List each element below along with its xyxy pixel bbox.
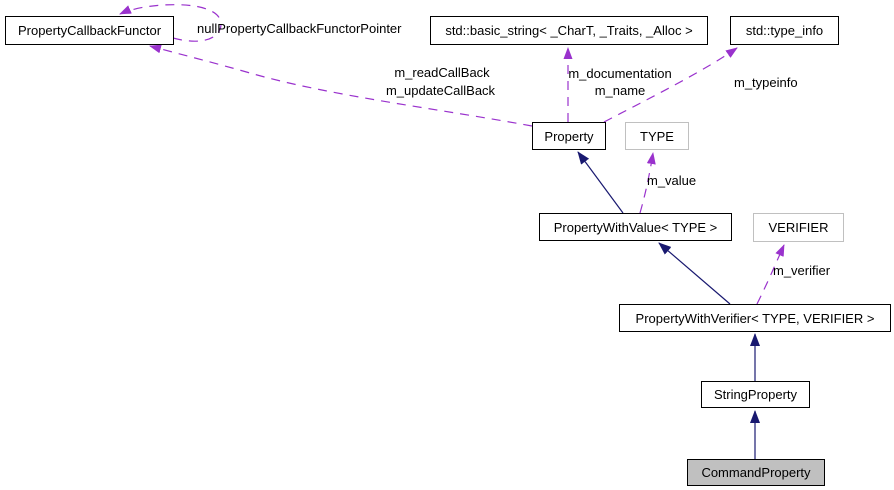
edge-label-name: m_name — [594, 83, 646, 98]
edge-label-update-callback: m_updateCallBack — [385, 83, 496, 98]
node-verifier-template-param: VERIFIER — [753, 213, 844, 242]
edge-inherit-propertywithverifier-to-propertywithvalue — [658, 242, 731, 305]
node-property-with-verifier[interactable]: PropertyWithVerifier< TYPE, VERIFIER > — [619, 304, 891, 332]
node-command-property: CommandProperty — [687, 459, 825, 486]
node-label: StringProperty — [713, 387, 798, 402]
edge-inherit-propertywithvalue-to-property — [577, 151, 624, 214]
node-label: TYPE — [640, 128, 674, 144]
edge-label-value: m_value — [647, 173, 697, 188]
edge-usage-property-to-typeinfo — [603, 47, 738, 123]
edge-label-read-callback: m_readCallBack — [394, 65, 490, 80]
edge-usage-propertywithverifier-to-verifier — [756, 244, 785, 305]
edge-label-null-property-callback-functor-pointer: nullPropertyCallbackFunctorPointer — [197, 21, 402, 36]
edge-label-verifier: m_verifier — [773, 263, 831, 278]
edge-usage-propertycallbackfunctor-self-loop — [119, 4, 222, 42]
node-type-template-param: TYPE — [625, 122, 689, 150]
node-label: PropertyWithValue< TYPE > — [553, 219, 718, 235]
edge-usage-property-to-propertycallbackfunctor — [149, 44, 533, 127]
node-string-property[interactable]: StringProperty — [701, 381, 810, 408]
edge-label-documentation: m_documentation — [568, 66, 672, 81]
node-label: Property — [544, 128, 594, 144]
node-std-type-info[interactable]: std::type_info — [730, 16, 839, 45]
node-label: PropertyCallbackFunctor — [17, 23, 162, 38]
node-label: std::basic_string< _CharT, _Traits, _All… — [445, 23, 693, 38]
edge-label-typeinfo: m_typeinfo — [734, 75, 798, 90]
node-property-callback-functor[interactable]: PropertyCallbackFunctor — [5, 16, 174, 45]
node-label: PropertyWithVerifier< TYPE, VERIFIER > — [635, 310, 875, 326]
node-label: CommandProperty — [701, 465, 811, 480]
node-label: std::type_info — [745, 23, 824, 38]
node-std-basic-string[interactable]: std::basic_string< _CharT, _Traits, _All… — [430, 16, 708, 45]
edge-usage-propertywithvalue-to-type — [639, 152, 656, 214]
node-property-with-value[interactable]: PropertyWithValue< TYPE > — [539, 213, 732, 241]
node-property[interactable]: Property — [532, 122, 606, 150]
node-label: VERIFIER — [768, 220, 829, 235]
